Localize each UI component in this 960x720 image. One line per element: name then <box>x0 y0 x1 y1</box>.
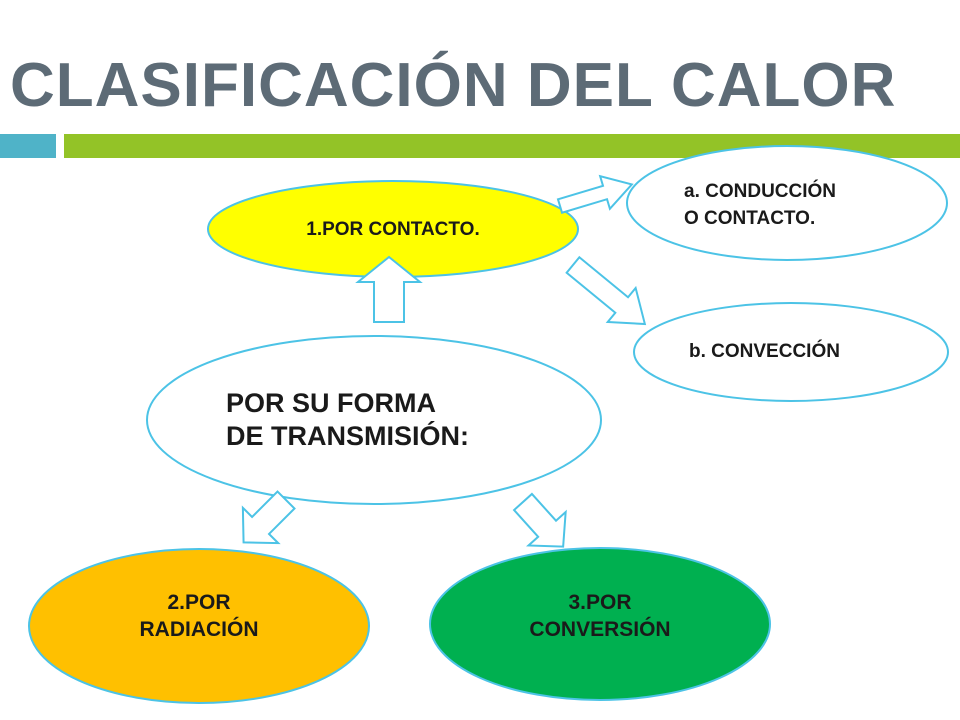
conversion-label-line1: 3.POR <box>568 591 632 614</box>
arrow-up-icon <box>355 255 423 323</box>
convection-label: b. CONVECCIÓN <box>689 340 840 364</box>
radiation-label-line2: RADIACIÓN <box>139 618 259 641</box>
center-label: POR SU FORMA DE TRANSMISIÓN: <box>226 387 469 453</box>
contact-label: 1.POR CONTACTO. <box>208 218 578 242</box>
arrow-to-radiation-icon <box>241 490 296 545</box>
conversion-label: 3.POR CONVERSIÓN <box>495 589 705 643</box>
radiation-label: 2.POR RADIACIÓN <box>99 589 299 643</box>
convection-label-text: b. CONVECCIÓN <box>689 341 840 362</box>
convection-node <box>633 302 949 402</box>
center-node <box>146 335 602 505</box>
conversion-label-line2: CONVERSIÓN <box>529 618 671 641</box>
conduction-label-line2: O CONTACTO. <box>684 208 816 229</box>
arrow-to-convection-icon <box>565 255 647 326</box>
center-label-line1: POR SU FORMA <box>226 388 437 418</box>
radiation-node <box>28 548 370 704</box>
conduction-node <box>626 145 948 261</box>
contact-label-text: 1.POR CONTACTO. <box>306 219 480 240</box>
conduction-label-line1: a. CONDUCCIÓN <box>684 181 837 202</box>
title-accent-bar-blue <box>0 134 56 158</box>
radiation-label-line1: 2.POR <box>167 591 231 614</box>
conversion-node <box>429 547 771 701</box>
center-label-line2: DE TRANSMISIÓN: <box>226 421 469 451</box>
conduction-label: a. CONDUCCIÓN O CONTACTO. <box>684 178 836 232</box>
arrow-to-conduction-icon <box>556 174 634 214</box>
slide-title: CLASIFICACIÓN DEL CALOR <box>10 51 897 120</box>
arrow-to-conversion-icon <box>512 492 567 548</box>
